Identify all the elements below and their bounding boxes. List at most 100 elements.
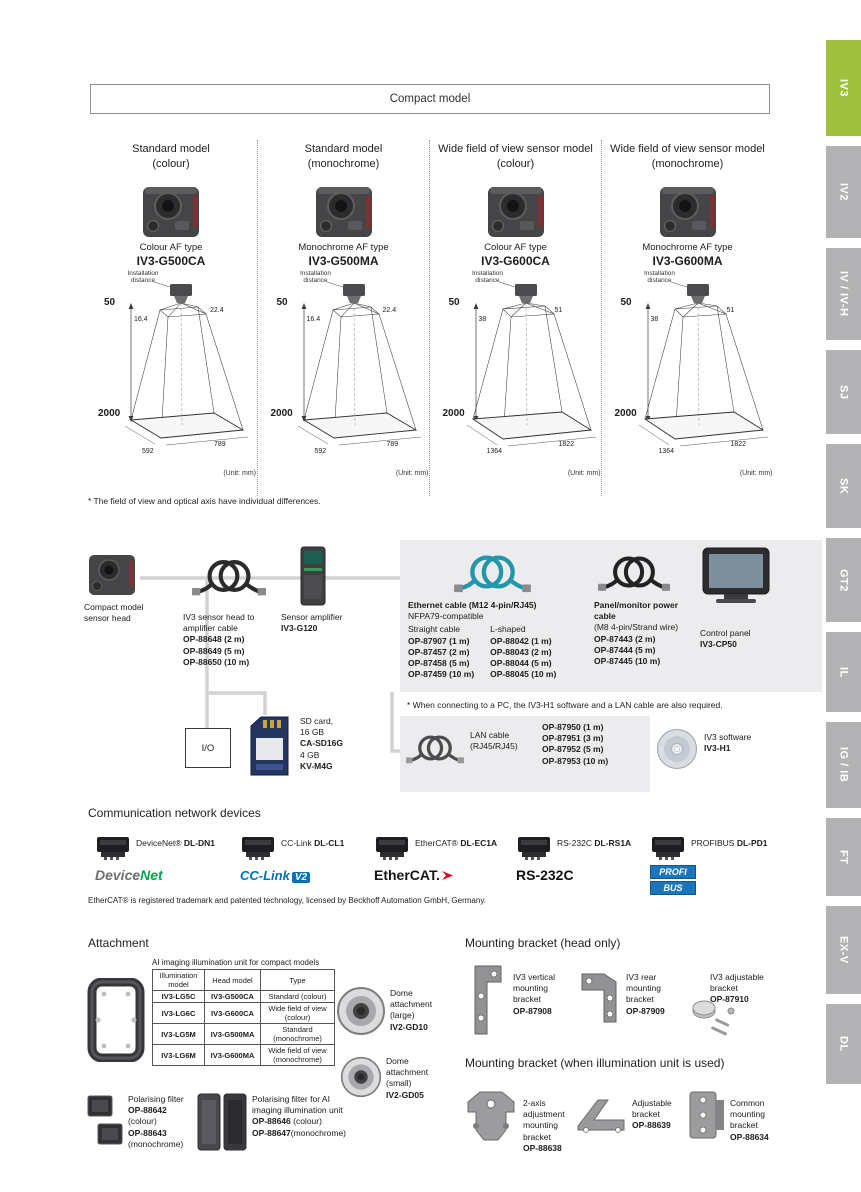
model-column-g500ma: Standard model (monochrome) Monochrome A… (257, 140, 429, 496)
straight-cable-models: OP-87907 (1 m) OP-87457 (2 m) OP-87458 (… (408, 635, 475, 680)
sidebar-tab-sk[interactable]: SK (826, 444, 861, 528)
model-column-g600ca: Wide field of view sensor model (colour)… (429, 140, 601, 496)
sidebar-tab-exv[interactable]: EX-V (826, 906, 861, 994)
model-title: Wide field of view sensor model (monochr… (610, 143, 765, 170)
far-width-value: 1364 (658, 448, 675, 455)
sidebar-tab-ft[interactable]: FT (826, 818, 861, 896)
far-width-value: 592 (142, 448, 154, 455)
installation-diagram: Installation distance 50 16.4 22.4 2000 … (259, 270, 429, 477)
common-bracket-label: Common mounting bracket (730, 1098, 765, 1131)
model-column-g500ca: Standard model (colour) Colour AF type I… (85, 140, 257, 496)
sidebar-tab-gt2[interactable]: GT2 (826, 538, 861, 622)
device-name: CC-Link (281, 838, 312, 848)
adjustable-bracket2-image (577, 1099, 625, 1133)
two-axis-bracket-label: 2-axis adjustment mounting bracket (523, 1098, 565, 1142)
io-label: I/O (201, 742, 215, 754)
head-model: IV3-G500MA (204, 1023, 261, 1045)
near-width-right: 22.4 (210, 307, 224, 314)
compact-model-title: Compact model (389, 93, 471, 105)
fov-diagram-graphic (466, 281, 596, 447)
col-header-head: Head model (204, 969, 261, 991)
unit-label: (Unit: mm) (567, 470, 601, 477)
device-model: DL-DN1 (183, 838, 216, 848)
software-cd-icon (657, 729, 697, 769)
sidebar-tab-iv-ivh[interactable]: IV / IV-H (826, 248, 861, 340)
sd-card-model2: KV-M4G (300, 760, 333, 771)
amplifier-cable-models: OP-88648 (2 m) OP-88649 (5 m) OP-88650 (… (183, 634, 250, 667)
model-number: IV3-G500MA (308, 254, 379, 268)
sidebar-tab-dl[interactable]: DL (826, 1004, 861, 1084)
head-model: IV3-G500CA (204, 990, 261, 1003)
dome-large-info: Dome attachment (large) IV2-GD10 (390, 988, 432, 1033)
profibus-logo: PROFI BUS (650, 865, 780, 895)
illum-model: IV3-LG6C (152, 1002, 205, 1024)
near-width-left: 16.4 (134, 316, 148, 323)
vertical-bracket-label: IV3 vertical mounting bracket (513, 972, 556, 1005)
ethercat-trademark-note: EtherCAT® is registered trademark and pa… (88, 896, 486, 905)
straight-cable-label: Straight cable (408, 624, 460, 635)
sensor-product-image (487, 187, 544, 237)
straight-cable-block: Straight cable OP-87907 (1 m) OP-87457 (… (408, 624, 474, 680)
sensor-amplifier-info: Sensor amplifier IV3-G120 (281, 612, 361, 634)
polarising-filter-ai-info: Polarising filter for AI imaging illumin… (252, 1094, 370, 1139)
polarising-filter-ai-suffix1: (colour) (293, 1116, 322, 1127)
table-row: IV3-LG5M IV3-G500MA Standard (monochrome… (152, 1023, 335, 1045)
far-width-value: 592 (314, 448, 327, 455)
model-number: IV3-G500CA (136, 254, 206, 268)
ethernet-cable-image (454, 555, 531, 593)
near-width-right: 51 (554, 307, 563, 314)
devicenet-module-icon (97, 837, 129, 860)
power-cable-title: Panel/monitor power cable (594, 600, 679, 622)
amplifier-cable-image (192, 560, 266, 596)
sidebar-tab-sj[interactable]: SJ (826, 350, 861, 434)
lan-cable-models: OP-87950 (1 m) OP-87951 (3 m) OP-87952 (… (542, 722, 609, 766)
type-cell: Standard (colour) (260, 990, 335, 1003)
pc-note: * When connecting to a PC, the IV3-H1 so… (407, 700, 723, 710)
io-box: I/O (185, 728, 231, 768)
attachment-section-title: Attachment (88, 936, 149, 950)
near-distance-value: 50 (104, 297, 116, 308)
rear-bracket-image (581, 973, 617, 1023)
af-type-label: Colour AF type (484, 242, 547, 253)
col-header-type: Type (260, 969, 335, 991)
polarising-filter-ai-suffix2: (monochrome) (290, 1127, 347, 1138)
af-type-label: Monochrome AF type (642, 242, 733, 253)
polarising-filter-ai-model1: OP-88646 (252, 1116, 291, 1127)
dome-small-info: Dome attachment (small) IV2-GD05 (386, 1056, 428, 1101)
power-cable-image (598, 556, 670, 591)
sidebar-tab-iv2[interactable]: IV2 (826, 146, 861, 238)
ethernet-cable-info: Ethernet cable (M12 4-pin/RJ45) NFPA79-c… (408, 600, 556, 681)
fov-diagram-graphic (297, 281, 421, 446)
ethernet-cable-title: Ethernet cable (M12 4-pin/RJ45) (408, 600, 537, 610)
lan-cable-subtitle: (RJ45/RJ45) (470, 741, 518, 752)
model-number: IV3-G600MA (652, 254, 723, 268)
polarising-filter-model1: OP-88642 (128, 1105, 167, 1116)
rs232c-module-icon (518, 837, 550, 860)
near-width-left: 38 (478, 316, 487, 323)
amplifier-cable-info: IV3 sensor head to amplifier cable OP-88… (183, 612, 275, 668)
sensor-product-image (315, 187, 372, 237)
devicenet-logo: DeviceNet (95, 867, 233, 883)
ethernet-cable-subtitle: NFPA79-compatible (408, 611, 484, 622)
two-axis-bracket-model: OP-88638 (523, 1142, 562, 1153)
sidebar-tab-iv3[interactable]: IV3 (826, 40, 861, 136)
device-model: DL-PD1 (736, 838, 768, 848)
profibus-logo-bottom: BUS (650, 881, 696, 895)
adjustable-bracket-model: OP-87910 (710, 994, 749, 1005)
sensor-product-image (143, 187, 199, 237)
polarising-filter-ai-label: Polarising filter for AI imaging illumin… (252, 1094, 343, 1116)
sd-card-line3: 4 GB (300, 749, 320, 760)
illum-model: IV3-LG5M (152, 1023, 205, 1045)
vertical-bracket-image (474, 965, 502, 1035)
power-cable-models: OP-87443 (2 m) OP-87444 (5 m) OP-87445 (… (594, 633, 661, 667)
polarising-filter-ai-image (197, 1093, 247, 1151)
devicenet-logo-part1: Device (95, 867, 141, 883)
sidebar-tab-il[interactable]: IL (826, 632, 861, 712)
installation-diagram: Installation distance 50 38 51 2000 1364… (603, 270, 773, 477)
software-title: IV3 software (704, 732, 752, 742)
sensor-amplifier-title: Sensor amplifier (281, 612, 343, 622)
sidebar-tab-igib[interactable]: IG / IB (826, 722, 861, 808)
illumination-table: Illumination model Head model Type IV3-L… (152, 969, 335, 1066)
fov-note: * The field of view and optical axis hav… (88, 496, 321, 506)
